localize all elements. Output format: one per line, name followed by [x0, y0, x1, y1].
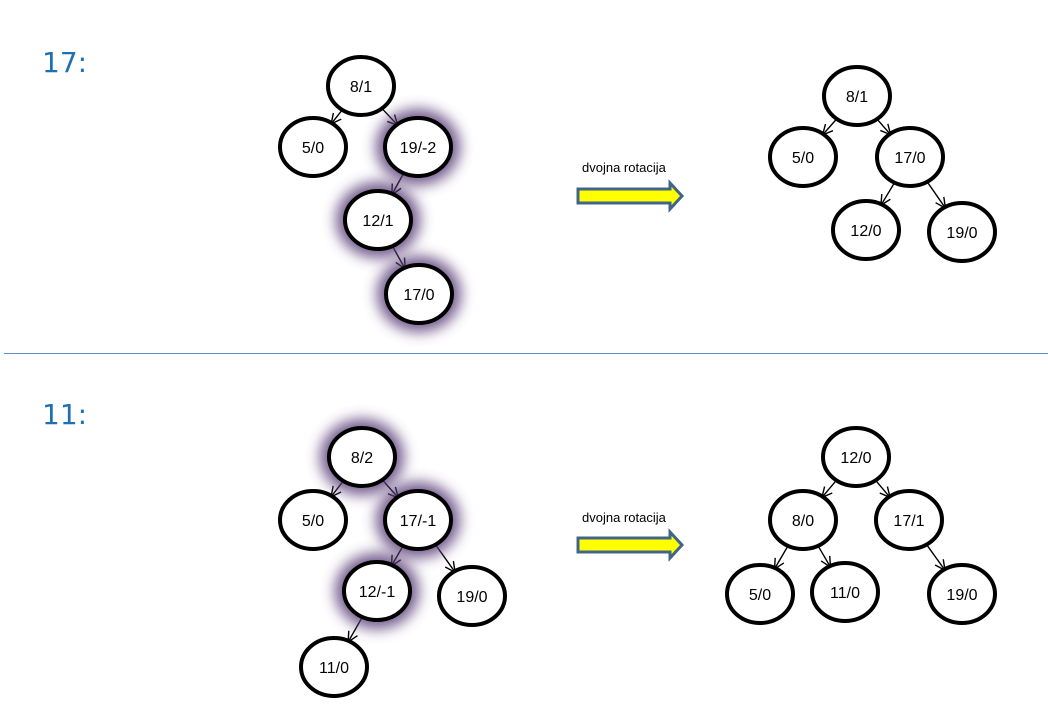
node-ellipse: [278, 489, 348, 551]
node-label: 5/0: [302, 140, 324, 157]
node-label: 19/0: [456, 589, 487, 606]
node-ellipse: [822, 65, 892, 127]
node-label: 8/1: [846, 89, 868, 106]
rotation-arrow-1: [576, 528, 685, 562]
tree-node-1-before-d: 12/-1: [342, 560, 412, 622]
tree-node-1-before-e: 19/0: [437, 565, 507, 627]
tree-node-0-after-a: 8/1: [822, 65, 892, 127]
node-ellipse: [831, 199, 901, 261]
tree-node-1-before-b: 5/0: [278, 489, 348, 551]
node-label: 12/0: [850, 223, 881, 240]
node-label: 11/0: [319, 660, 349, 677]
node-ellipse: [384, 263, 454, 325]
node-ellipse: [343, 189, 413, 251]
node-ellipse: [810, 561, 880, 623]
node-label: 17/0: [894, 150, 925, 167]
tree-node-1-after-b: 8/0: [768, 489, 838, 551]
edge-1-after-a-b: [822, 478, 839, 498]
tree-node-1-after-c: 17/1: [874, 489, 944, 551]
node-ellipse: [874, 489, 944, 551]
section-label-11: 11:: [42, 398, 88, 431]
node-label: 17/-1: [400, 513, 437, 530]
tree-node-1-before-f: 11/0: [299, 636, 369, 698]
tree-node-1-after-e: 11/0: [810, 561, 880, 623]
rotation-label-0: dvojna rotacija: [582, 160, 667, 175]
tree-node-1-after-d: 5/0: [725, 563, 795, 625]
edge-1-after-c-f: [924, 542, 945, 570]
node-ellipse: [437, 565, 507, 627]
node-label: 17/0: [403, 287, 434, 304]
node-ellipse: [342, 560, 412, 622]
rotation-arrow-0: [576, 179, 685, 213]
node-ellipse: [875, 126, 945, 188]
node-ellipse: [383, 116, 453, 178]
node-label: 5/0: [792, 150, 814, 167]
node-label: 5/0: [302, 513, 324, 530]
tree-node-1-after-a: 12/0: [821, 426, 891, 488]
node-ellipse: [383, 489, 453, 551]
edge-1-after-b-e: [816, 543, 830, 567]
node-ellipse: [768, 126, 838, 188]
node-label: 19/0: [946, 225, 977, 242]
node-label: 8/0: [792, 513, 814, 530]
tree-node-0-before-c: 19/-2: [383, 116, 453, 178]
node-ellipse: [927, 201, 997, 263]
rotation-label-1: dvojna rotacija: [582, 510, 667, 525]
tree-node-0-before-a: 8/1: [326, 55, 396, 117]
node-ellipse: [327, 426, 397, 488]
node-label: 8/1: [350, 79, 372, 96]
node-label: 8/2: [351, 450, 373, 467]
tree-node-0-after-b: 5/0: [768, 126, 838, 188]
node-label: 11/0: [830, 585, 860, 602]
node-ellipse: [821, 426, 891, 488]
node-ellipse: [326, 55, 396, 117]
edge-1-after-b-d: [775, 543, 790, 569]
node-label: 12/0: [840, 450, 871, 467]
node-ellipse: [299, 636, 369, 698]
tree-node-0-before-e: 17/0: [384, 263, 454, 325]
node-label: 12/1: [362, 213, 393, 230]
node-ellipse: [927, 563, 997, 625]
tree-node-1-before-c: 17/-1: [383, 489, 453, 551]
tree-node-0-after-d: 12/0: [831, 199, 901, 261]
section-divider: [4, 353, 1048, 354]
tree-node-0-after-c: 17/0: [875, 126, 945, 188]
tree-node-0-after-e: 19/0: [927, 201, 997, 263]
node-label: 17/1: [893, 513, 924, 530]
edge-0-after-c-e: [925, 179, 945, 208]
node-label: 5/0: [749, 587, 771, 604]
node-label: 19/-2: [400, 140, 437, 157]
node-ellipse: [768, 489, 838, 551]
tree-node-0-before-b: 5/0: [278, 116, 348, 178]
node-label: 19/0: [946, 587, 977, 604]
section-label-17: 17:: [42, 46, 88, 79]
node-ellipse: [725, 563, 795, 625]
tree-node-0-before-d: 12/1: [343, 189, 413, 251]
tree-node-1-after-f: 19/0: [927, 563, 997, 625]
node-label: 12/-1: [359, 584, 396, 601]
node-ellipse: [278, 116, 348, 178]
edge-1-after-a-c: [873, 478, 890, 498]
edge-0-after-c-d: [881, 180, 897, 205]
tree-node-1-before-a: 8/2: [327, 426, 397, 488]
